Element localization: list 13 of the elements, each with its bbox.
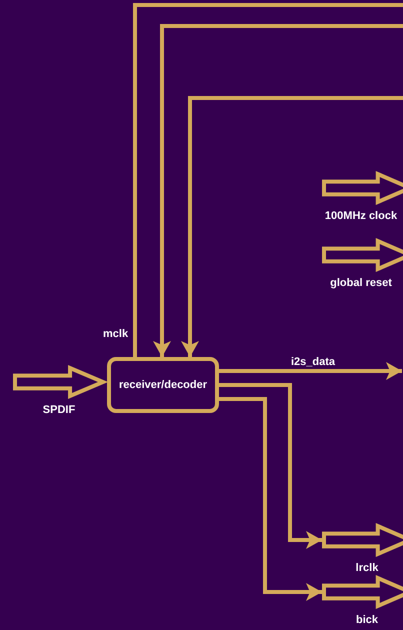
arrow (219, 362, 402, 380)
process-box (107, 357, 219, 413)
edge-label: i2s_data (291, 356, 336, 368)
edge-label: mclk (103, 328, 128, 340)
signal-label: 100MHz clock (324, 210, 398, 222)
signal-label: bick (356, 614, 378, 626)
arrow (181, 96, 403, 357)
arrow (219, 397, 322, 601)
signal-label: lrclk (356, 562, 378, 574)
box-label: receiver/decoder (118, 379, 208, 391)
signal-label: global reset (330, 277, 392, 289)
arrow (219, 383, 322, 549)
signal-label: SPDIF (42, 404, 76, 416)
